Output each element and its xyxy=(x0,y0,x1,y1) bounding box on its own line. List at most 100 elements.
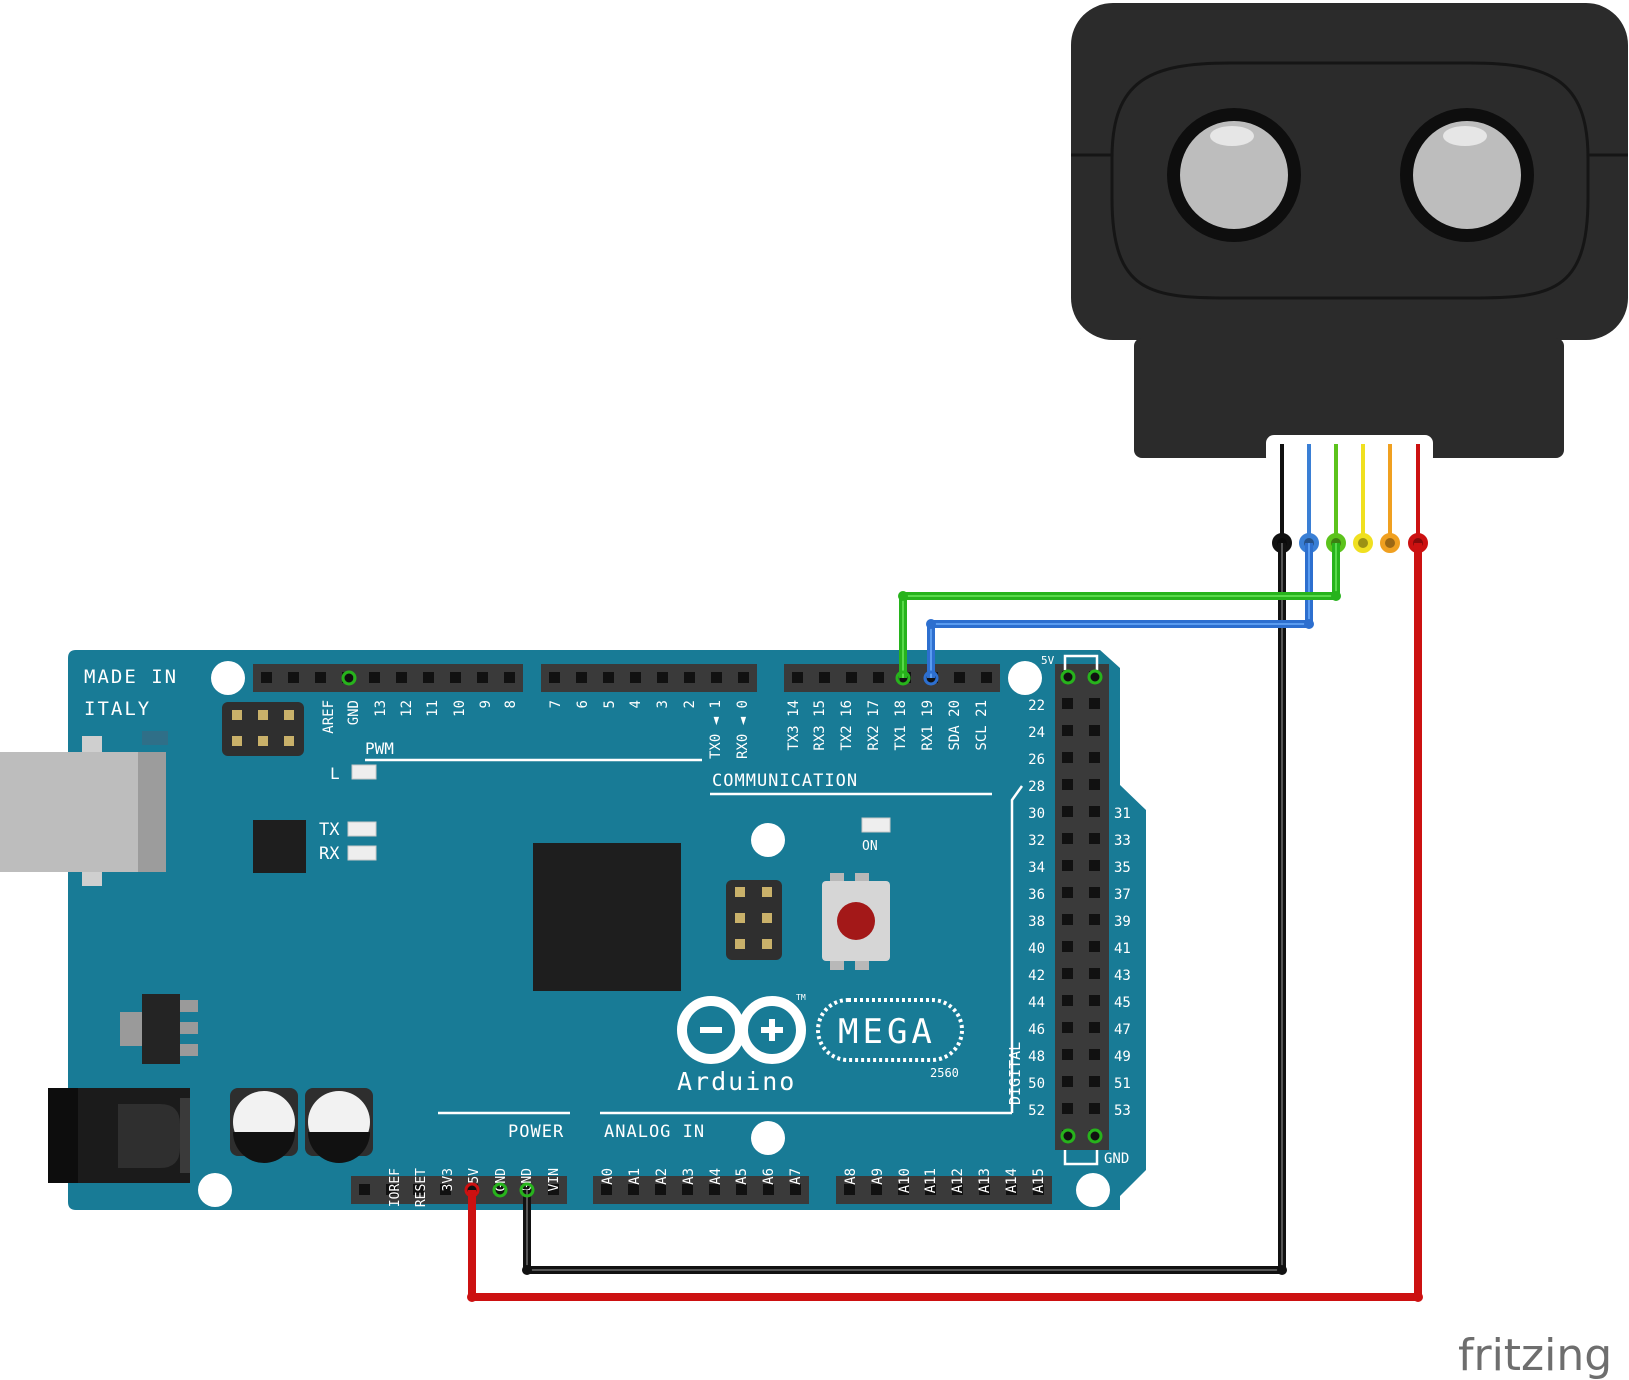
silk-led-l: L xyxy=(330,764,340,783)
header-pin[interactable] xyxy=(549,672,560,683)
header-pin[interactable] xyxy=(1089,1130,1100,1141)
sensor-pin[interactable] xyxy=(1353,533,1373,553)
header-pin[interactable] xyxy=(1062,1022,1073,1033)
fritzing-watermark: fritzing xyxy=(1458,1330,1612,1380)
header-pin[interactable] xyxy=(1062,671,1073,682)
header-pin[interactable] xyxy=(1089,671,1100,682)
header-pin[interactable] xyxy=(1089,779,1100,790)
header-pin[interactable] xyxy=(682,1184,693,1195)
header-pin[interactable] xyxy=(1062,806,1073,817)
header-pin[interactable] xyxy=(576,672,587,683)
header-pin[interactable] xyxy=(1062,941,1073,952)
header-pin[interactable] xyxy=(1062,752,1073,763)
header-pin[interactable] xyxy=(925,1184,936,1195)
header-pin[interactable] xyxy=(1062,968,1073,979)
header-pin[interactable] xyxy=(630,672,641,683)
header-pin[interactable] xyxy=(1089,995,1100,1006)
header-pin[interactable] xyxy=(738,672,749,683)
analog-label: A10 xyxy=(897,1168,913,1193)
header-pin[interactable] xyxy=(1089,833,1100,844)
header-pin[interactable] xyxy=(359,1184,370,1195)
header-pin[interactable] xyxy=(601,1184,612,1195)
header-pin[interactable] xyxy=(1062,860,1073,871)
voltage-regulator xyxy=(120,994,198,1064)
header-pin[interactable] xyxy=(1089,860,1100,871)
sensor-lower-body xyxy=(1134,338,1564,458)
header-pin[interactable] xyxy=(981,672,992,683)
header-pin[interactable] xyxy=(450,672,461,683)
header-pin[interactable] xyxy=(736,1184,747,1195)
header-pin[interactable] xyxy=(844,1184,855,1195)
header-pin[interactable] xyxy=(521,1184,532,1195)
header-pin[interactable] xyxy=(655,1184,666,1195)
header-pin[interactable] xyxy=(396,672,407,683)
header-pin[interactable] xyxy=(898,1184,909,1195)
header-pin[interactable] xyxy=(792,672,803,683)
header-pin[interactable] xyxy=(1062,725,1073,736)
header-pin[interactable] xyxy=(1062,1076,1073,1087)
header-pin[interactable] xyxy=(1089,941,1100,952)
header-pin[interactable] xyxy=(1062,914,1073,925)
header-pin[interactable] xyxy=(1089,806,1100,817)
header-pin[interactable] xyxy=(548,1184,559,1195)
silk-italy: ITALY xyxy=(84,698,151,720)
header-pin[interactable] xyxy=(709,1184,720,1195)
header-pin[interactable] xyxy=(494,1184,505,1195)
header-pin[interactable] xyxy=(1089,725,1100,736)
header-pin[interactable] xyxy=(423,672,434,683)
header-pin[interactable] xyxy=(603,672,614,683)
header-pin[interactable] xyxy=(1006,1184,1017,1195)
header-pin[interactable] xyxy=(477,672,488,683)
header-pin[interactable] xyxy=(1089,968,1100,979)
analog-label: A14 xyxy=(1004,1168,1020,1193)
header-pin[interactable] xyxy=(952,1184,963,1195)
header-pin[interactable] xyxy=(369,672,380,683)
header-pin[interactable] xyxy=(1089,1103,1100,1114)
header-pin[interactable] xyxy=(413,1184,424,1195)
header-pin[interactable] xyxy=(1062,887,1073,898)
header-pin[interactable] xyxy=(288,672,299,683)
analog-label: A4 xyxy=(708,1168,724,1185)
header-pin[interactable] xyxy=(790,1184,801,1195)
silk-led-tx: TX xyxy=(319,820,340,840)
header-pin[interactable] xyxy=(467,1184,478,1195)
header-pin[interactable] xyxy=(628,1184,639,1195)
header-pin[interactable] xyxy=(1062,833,1073,844)
header-pin[interactable] xyxy=(440,1184,451,1195)
header-pin[interactable] xyxy=(1033,1184,1044,1195)
header-pin[interactable] xyxy=(979,1184,990,1195)
header-pin[interactable] xyxy=(819,672,830,683)
reset-button[interactable] xyxy=(822,873,890,970)
header-pin[interactable] xyxy=(873,672,884,683)
header-pin[interactable] xyxy=(1062,1049,1073,1060)
header-pin[interactable] xyxy=(386,1184,397,1195)
header-pin[interactable] xyxy=(1089,887,1100,898)
header-pin[interactable] xyxy=(261,672,272,683)
header-pin[interactable] xyxy=(1062,779,1073,790)
header-pin[interactable] xyxy=(954,672,965,683)
header-pin[interactable] xyxy=(1062,1130,1073,1141)
header-pin[interactable] xyxy=(763,1184,774,1195)
header-pin[interactable] xyxy=(1089,914,1100,925)
header-pin[interactable] xyxy=(657,672,668,683)
header-pin[interactable] xyxy=(711,672,722,683)
header-pin[interactable] xyxy=(871,1184,882,1195)
header-pin[interactable] xyxy=(342,672,353,683)
silk-pwm: PWM xyxy=(365,739,394,758)
header-pin[interactable] xyxy=(684,672,695,683)
header-pin[interactable] xyxy=(504,672,515,683)
header-pin[interactable] xyxy=(1089,1076,1100,1087)
header-mid-7-0 xyxy=(541,664,757,692)
header-pin[interactable] xyxy=(846,672,857,683)
header-pin[interactable] xyxy=(1089,752,1100,763)
header-pin[interactable] xyxy=(1062,995,1073,1006)
header-pin[interactable] xyxy=(1062,698,1073,709)
header-pin[interactable] xyxy=(1089,698,1100,709)
header-pin[interactable] xyxy=(315,672,326,683)
sensor-pin[interactable] xyxy=(1380,533,1400,553)
header-pin[interactable] xyxy=(1062,1103,1073,1114)
header-pin[interactable] xyxy=(1089,1022,1100,1033)
digital-label-right: 47 xyxy=(1114,1022,1131,1038)
header-pin[interactable] xyxy=(1089,1049,1100,1060)
